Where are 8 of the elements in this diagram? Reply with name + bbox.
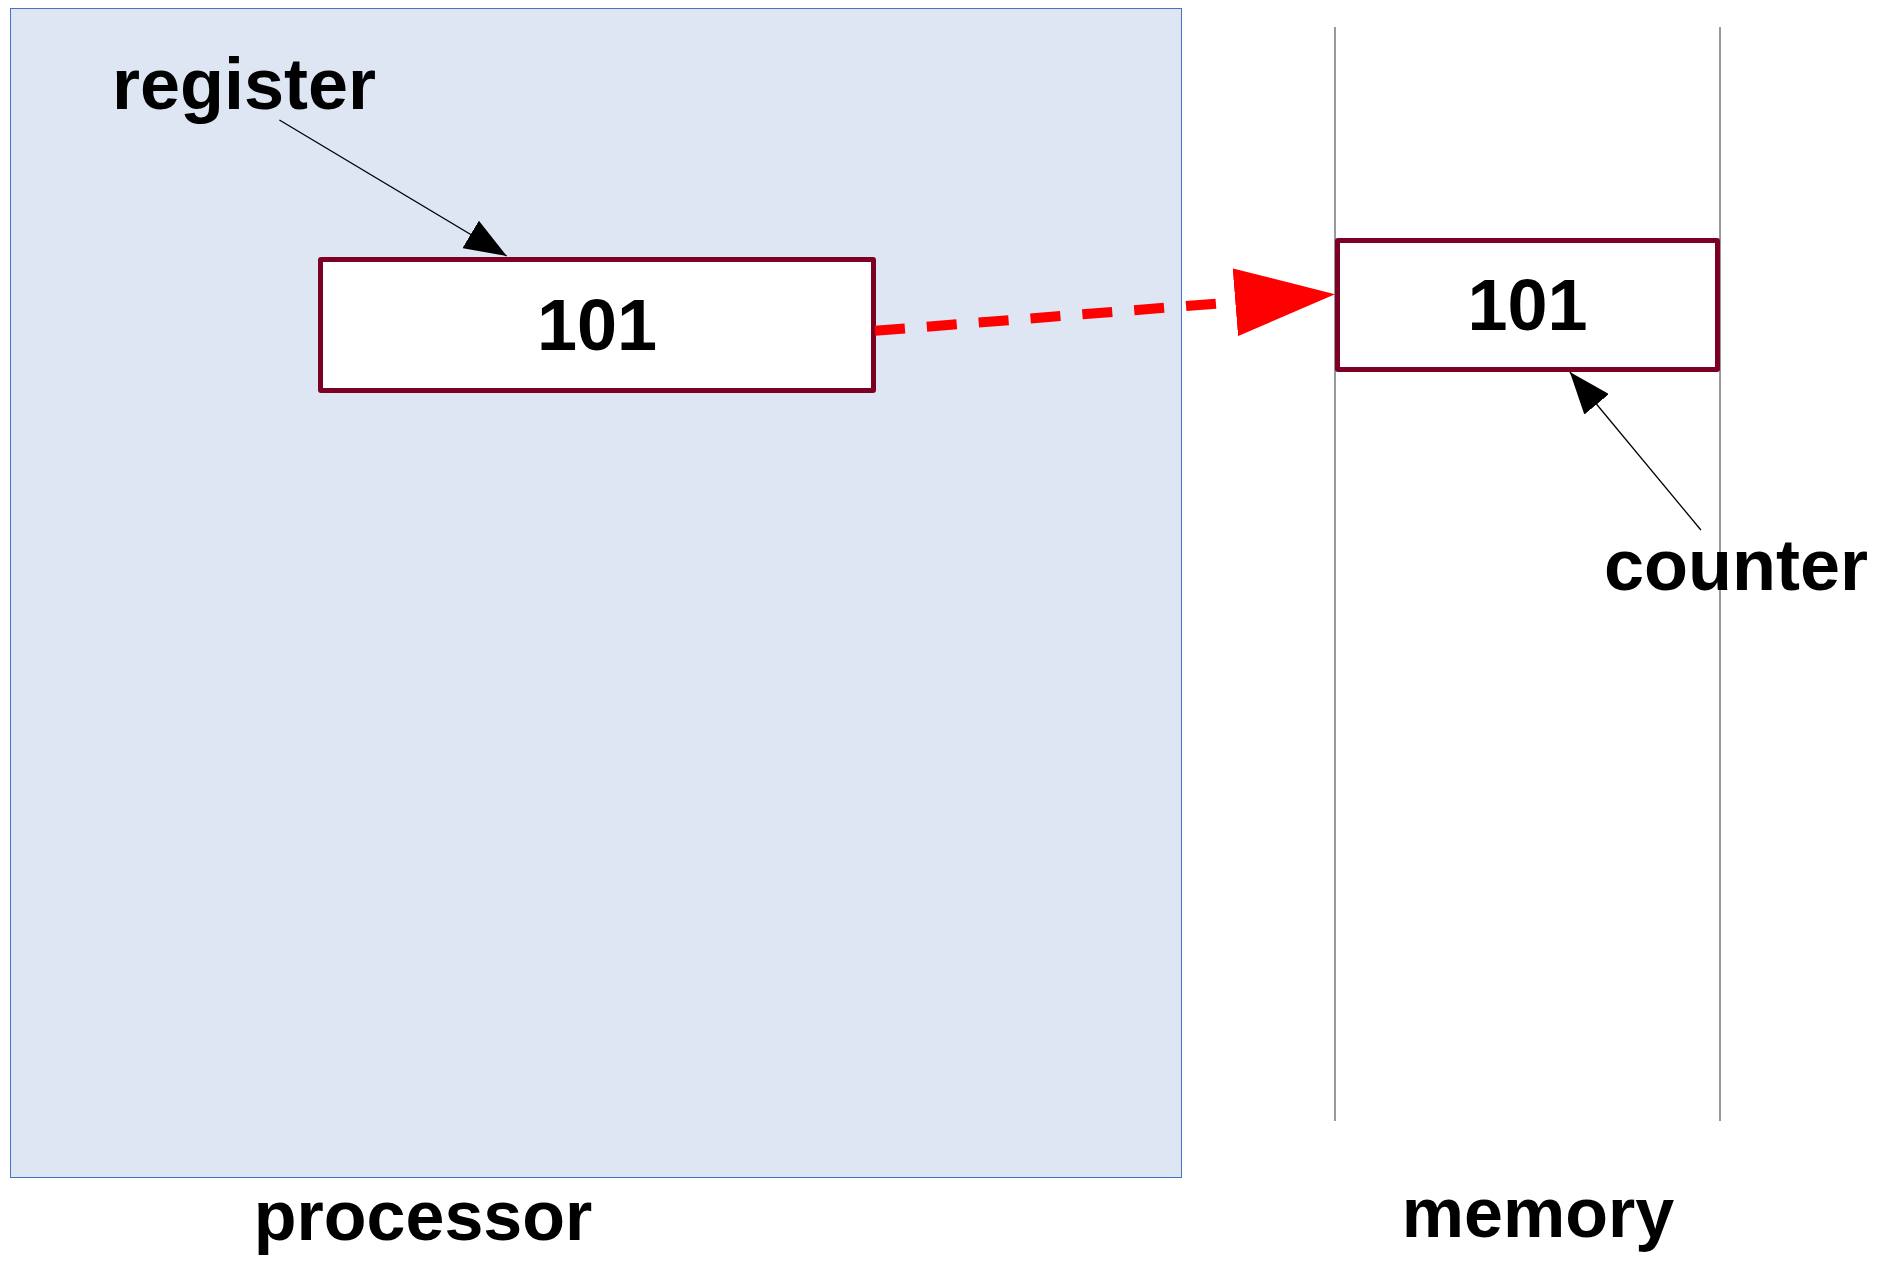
value-text: 101 <box>536 289 658 361</box>
value-text: 101 <box>1467 269 1588 341</box>
register-box <box>318 257 876 393</box>
leader-arrow <box>278 119 508 257</box>
dashed-arrow <box>874 268 1336 337</box>
counter-label: counter <box>1604 529 1868 601</box>
memory-cell-box <box>1335 238 1720 372</box>
leader-arrow <box>1569 371 1702 531</box>
